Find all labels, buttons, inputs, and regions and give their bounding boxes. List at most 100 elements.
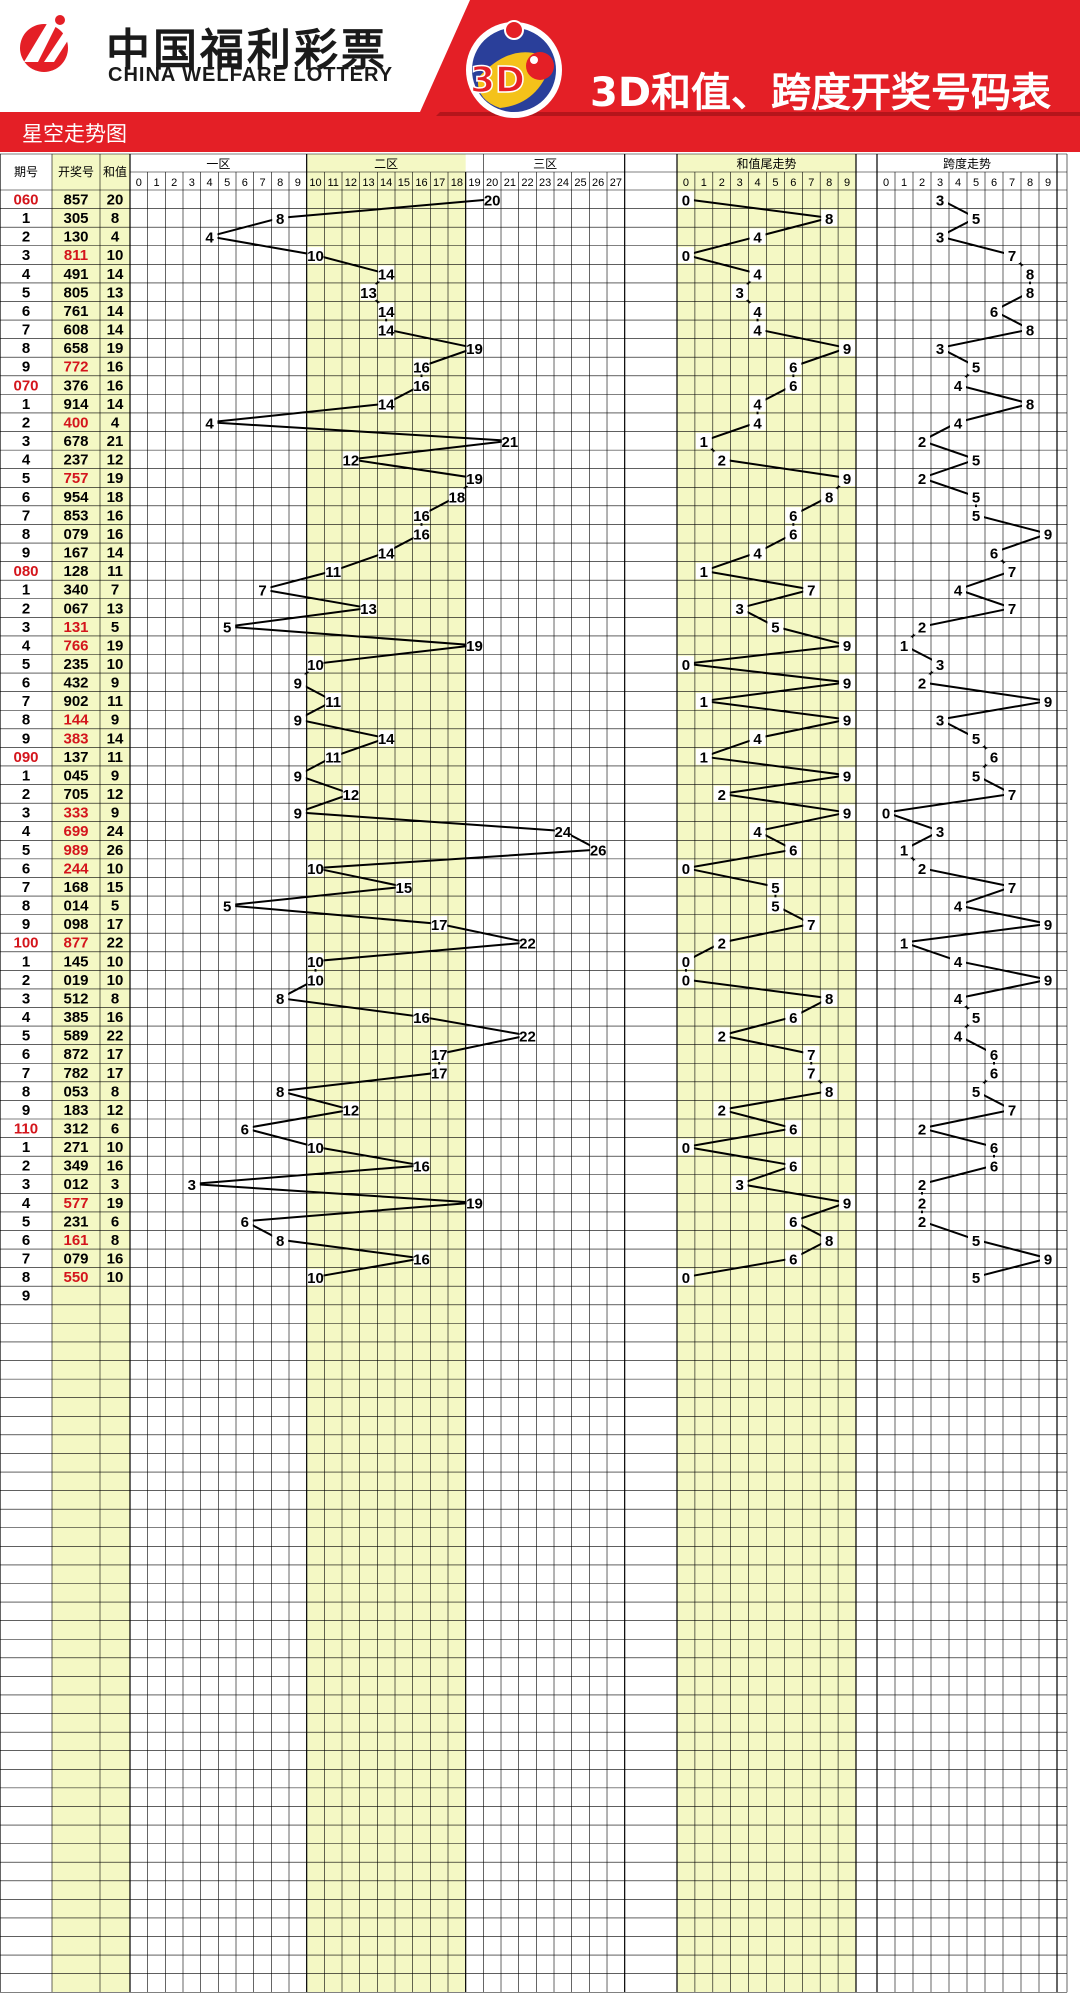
period-cell: 110	[14, 1120, 38, 1137]
number-cell: 167	[63, 545, 88, 562]
tail-axis-tick: 8	[826, 177, 832, 189]
tail-trend-point: 3	[735, 1177, 743, 1194]
header-graphic: 3D	[0, 0, 1080, 152]
span-trend-point: 5	[972, 508, 980, 525]
period-cell: 4	[22, 1009, 31, 1026]
period-cell: 7	[22, 322, 30, 339]
span-axis-tick: 1	[901, 177, 907, 189]
sum-trend-point: 19	[466, 638, 483, 655]
sum-trend-point: 4	[205, 415, 214, 432]
sum-cell: 19	[107, 637, 124, 654]
period-cell: 4	[22, 452, 31, 469]
span-trend-point: 8	[1026, 285, 1034, 302]
period-cell: 3	[22, 1176, 30, 1193]
sum-cell: 22	[107, 1028, 124, 1045]
tail-trend-point: 9	[843, 471, 851, 488]
sum-cell: 8	[111, 210, 119, 227]
sum-trend-point: 8	[276, 1084, 284, 1101]
span-trend-point: 9	[1044, 527, 1052, 544]
sum-trend-point: 16	[413, 1010, 430, 1027]
number-cell: 312	[63, 1120, 88, 1137]
number-cell: 383	[63, 730, 88, 747]
period-cell: 4	[22, 637, 31, 654]
span-trend-point: 5	[972, 452, 980, 469]
number-cell: 235	[63, 656, 88, 673]
span-trend-point: 4	[954, 991, 963, 1008]
period-cell: 2	[22, 1158, 30, 1175]
number-column-header: 开奖号	[58, 165, 94, 179]
span-trend-point: 7	[1008, 601, 1016, 618]
period-cell: 8	[22, 526, 30, 543]
span-axis-tick: 5	[973, 177, 979, 189]
tail-zone-header: 和值尾走势	[736, 156, 796, 171]
tail-trend-point: 6	[789, 1251, 797, 1268]
span-trend-point: 9	[1044, 917, 1052, 934]
sum-axis-tick: 11	[327, 177, 338, 189]
sum-trend-point: 9	[294, 675, 302, 692]
number-cell: 811	[64, 247, 88, 264]
period-cell: 4	[22, 1195, 31, 1212]
sum-axis-tick: 22	[521, 177, 533, 189]
sum-cell: 5	[111, 619, 119, 636]
span-trend-point: 2	[918, 861, 926, 878]
period-cell: 1	[22, 396, 30, 413]
number-cell: 400	[63, 414, 88, 431]
tail-trend-point: 4	[753, 545, 762, 562]
page-header: 3D 中国福利彩票 CHINA WELFARE LOTTERY 3D和值、跨度开…	[0, 0, 1080, 152]
span-trend-point: 5	[972, 360, 980, 377]
sum-trend-point: 16	[413, 527, 430, 544]
tail-axis-tick: 5	[772, 177, 778, 189]
tail-trend-point: 5	[771, 880, 779, 897]
span-trend-point: 6	[990, 750, 998, 767]
number-cell: 589	[63, 1028, 88, 1045]
sum-axis-tick: 25	[574, 177, 586, 189]
span-trend-point: 1	[900, 843, 908, 860]
number-cell: 014	[63, 898, 89, 915]
span-trend-point: 3	[936, 824, 944, 841]
sum-trend-point: 5	[223, 898, 231, 915]
sum-cell: 9	[111, 675, 119, 692]
span-trend-point: 2	[918, 1121, 926, 1138]
span-trend-point: 7	[1008, 564, 1016, 581]
sum-trend-point: 26	[590, 843, 607, 860]
number-cell: 161	[63, 1232, 88, 1249]
number-cell: 128	[63, 563, 88, 580]
span-trend-point: 4	[954, 1028, 963, 1045]
span-axis-tick: 0	[883, 177, 889, 189]
tail-trend-point: 1	[700, 434, 708, 451]
sum-trend-point: 11	[325, 750, 341, 767]
sum-axis-tick: 2	[171, 177, 177, 189]
tail-trend-point: 6	[789, 843, 797, 860]
sum-trend-point: 16	[413, 360, 430, 377]
period-cell: 6	[22, 489, 30, 506]
sum-trend-point: 10	[307, 973, 324, 990]
period-cell: 100	[13, 935, 38, 952]
number-cell: 349	[63, 1158, 88, 1175]
span-trend-point: 5	[972, 731, 980, 748]
tail-trend-point: 9	[843, 675, 851, 692]
span-trend-point: 7	[1008, 880, 1016, 897]
sum-trend-point: 13	[360, 601, 377, 618]
sum-axis-tick: 9	[295, 177, 301, 189]
sum-cell: 19	[107, 340, 124, 357]
number-cell: 608	[63, 322, 88, 339]
number-cell: 658	[63, 340, 88, 357]
span-trend-point: 9	[1044, 694, 1052, 711]
number-cell: 168	[63, 879, 88, 896]
span-trend-point: 4	[954, 378, 963, 395]
period-cell: 2	[22, 414, 30, 431]
sum-axis-tick: 23	[539, 177, 551, 189]
period-cell: 5	[22, 1028, 30, 1045]
sum-axis-tick: 7	[259, 177, 265, 189]
page-title: 3D和值、跨度开奖号码表	[590, 70, 1052, 116]
sum-trend-point: 16	[413, 508, 430, 525]
sum-trend-point: 9	[294, 713, 302, 730]
period-cell: 060	[13, 191, 38, 208]
span-trend-point: 5	[972, 1270, 980, 1287]
period-cell: 7	[22, 507, 30, 524]
span-trend-point: 2	[918, 620, 926, 637]
sum-cell: 6	[111, 1213, 119, 1230]
sum-axis-tick: 17	[433, 177, 445, 189]
number-cell: 079	[63, 526, 88, 543]
sum-trend-point: 5	[223, 620, 231, 637]
